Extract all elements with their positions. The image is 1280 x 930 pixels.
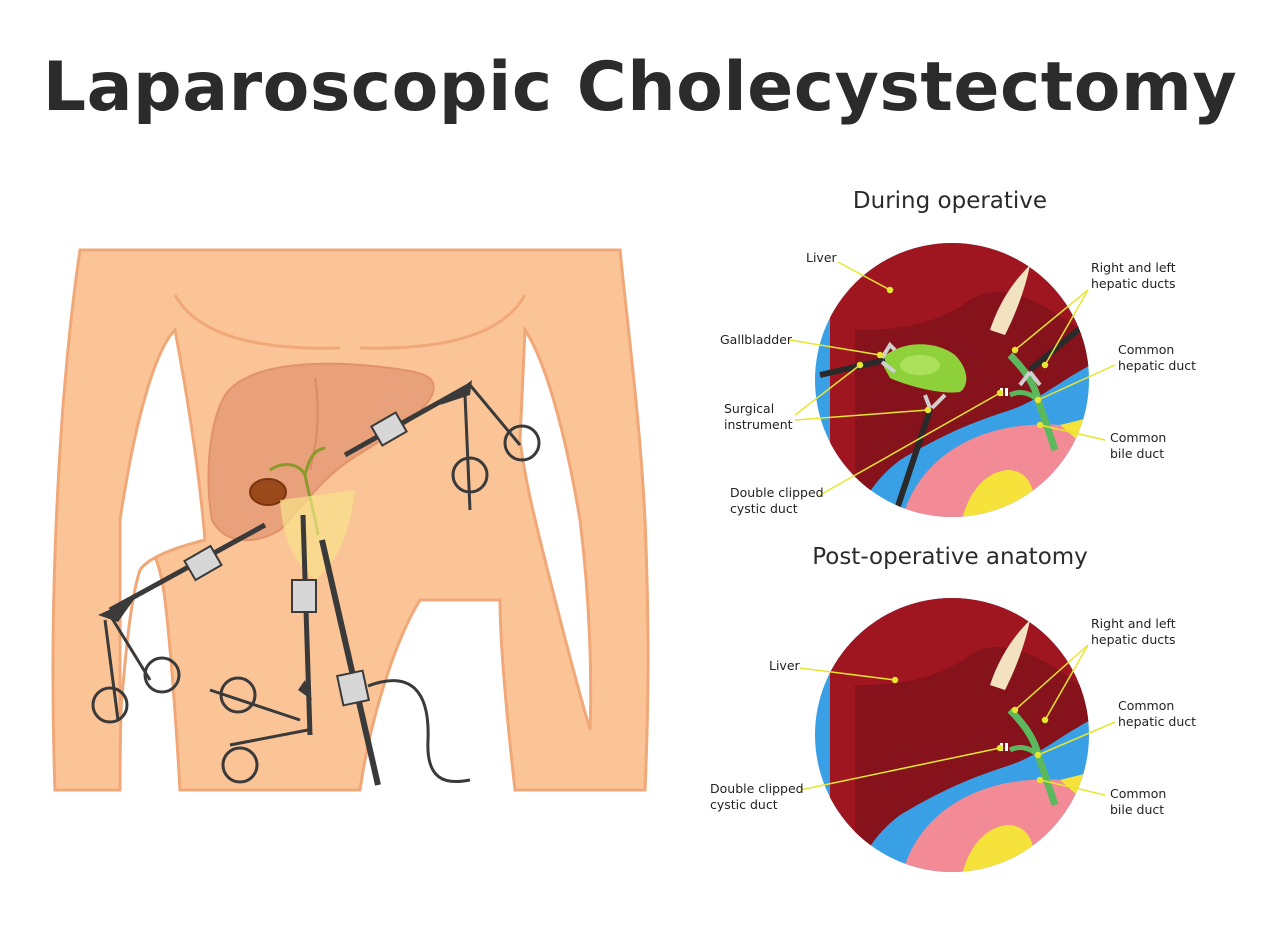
instrument-upper-right (343, 380, 541, 511)
post-label-right-left-hepatic: Right and left hepatic ducts (1091, 616, 1176, 647)
duct-branch-2 (303, 446, 326, 476)
liver-lobe-line (309, 377, 319, 471)
post-label-liver: Liver (769, 658, 800, 673)
during-label-common-bile: Common bile duct (1110, 430, 1167, 461)
right-arm-gap (518, 325, 593, 731)
post-label-common-bile: Common bile duct (1110, 786, 1167, 817)
post-label-common-hepatic: Common hepatic duct (1118, 698, 1197, 729)
during-label-double-clipped: Double clipped cystic duct (730, 485, 824, 516)
instrument-center (209, 514, 317, 784)
torso-body (51, 248, 650, 792)
during-label-right-left-hepatic: Right and left hepatic ducts (1091, 260, 1176, 291)
chest-line-left (173, 294, 341, 350)
during-label-liver: Liver (806, 250, 837, 265)
during-label-surgical-instrument: Surgical instrument (724, 401, 793, 432)
during-label-common-hepatic: Common hepatic duct (1118, 342, 1197, 373)
instrument-camera (319, 539, 471, 786)
gallbladder-shape (249, 478, 287, 506)
post-label-double-clipped: Double clipped cystic duct (710, 781, 804, 812)
page-title: Laparoscopic Cholecystectomy (42, 48, 1238, 127)
duct-branch-1 (269, 463, 307, 476)
chest-line-right (359, 294, 527, 350)
left-arm-gap (118, 326, 207, 721)
post-operative-heading: Post-operative anatomy (812, 544, 1088, 570)
during-operative-heading: During operative (852, 188, 1048, 214)
during-label-gallbladder: Gallbladder (720, 332, 793, 347)
instrument-lower-left (91, 522, 267, 724)
pancreas-glow (280, 490, 355, 580)
